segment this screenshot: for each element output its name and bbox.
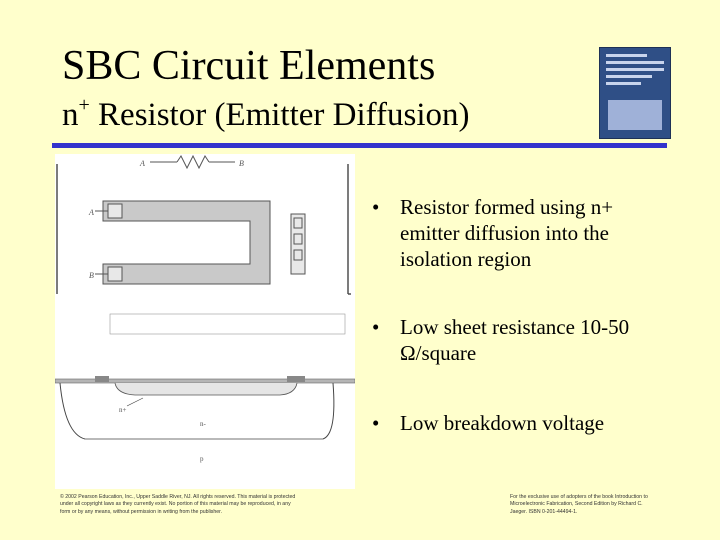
resistor-figure: A B A B [55, 154, 355, 489]
label-p: p [200, 455, 204, 463]
bullet-item: • Low sheet resistance 10-50 Ω/square [372, 314, 672, 366]
subtitle-superscript: + [78, 94, 90, 116]
isolation-walls-top [56, 164, 351, 295]
bullet-item: • Resistor formed using n+ emitter diffus… [372, 194, 672, 272]
book-cover-art [608, 100, 662, 130]
label-n-plus: n+ [119, 406, 127, 414]
resistor-diagram: A B A B [55, 154, 355, 463]
label-n-minus: n- [200, 420, 207, 428]
schematic-label-b: B [239, 159, 244, 168]
bullet-text: Low sheet resistance 10-50 Ω/square [400, 315, 630, 365]
bullet-glyph: • [372, 315, 380, 339]
bullet-item: • Low breakdown voltage [372, 410, 672, 436]
title-divider [52, 143, 667, 148]
resistor-symbol [150, 154, 235, 170]
copyright-notice: © 2002 Pearson Education, Inc., Upper Sa… [60, 494, 296, 515]
cross-section [55, 376, 355, 440]
contact-a [107, 203, 123, 219]
contact-b [107, 266, 123, 282]
adopters-notice: For the exclusive use of adopters of the… [510, 494, 648, 515]
subtitle-rest: Resistor (Emitter Diffusion) [89, 97, 470, 133]
bullet-glyph: • [372, 195, 380, 219]
isolation-contacts [290, 213, 306, 275]
bullet-glyph: • [372, 411, 380, 435]
resistor-layout [95, 200, 271, 285]
gap-band [109, 313, 346, 335]
book-cover-icon [599, 47, 671, 139]
subtitle-prefix: n [62, 97, 79, 133]
bullet-text: Low breakdown voltage [400, 411, 605, 435]
slide-subtitle: n+ Resistor (Emitter Diffusion) [62, 95, 470, 135]
bullet-list: • Resistor formed using n+ emitter diffus… [372, 194, 672, 436]
layout-label-b: B [89, 271, 94, 280]
book-title-lines [606, 54, 664, 89]
bullet-text: Resistor formed using n+ emitter diffusi… [400, 195, 614, 271]
schematic-label-a: A [139, 159, 145, 168]
layout-label-a: A [88, 208, 94, 217]
slide-title: SBC Circuit Elements [62, 43, 436, 89]
